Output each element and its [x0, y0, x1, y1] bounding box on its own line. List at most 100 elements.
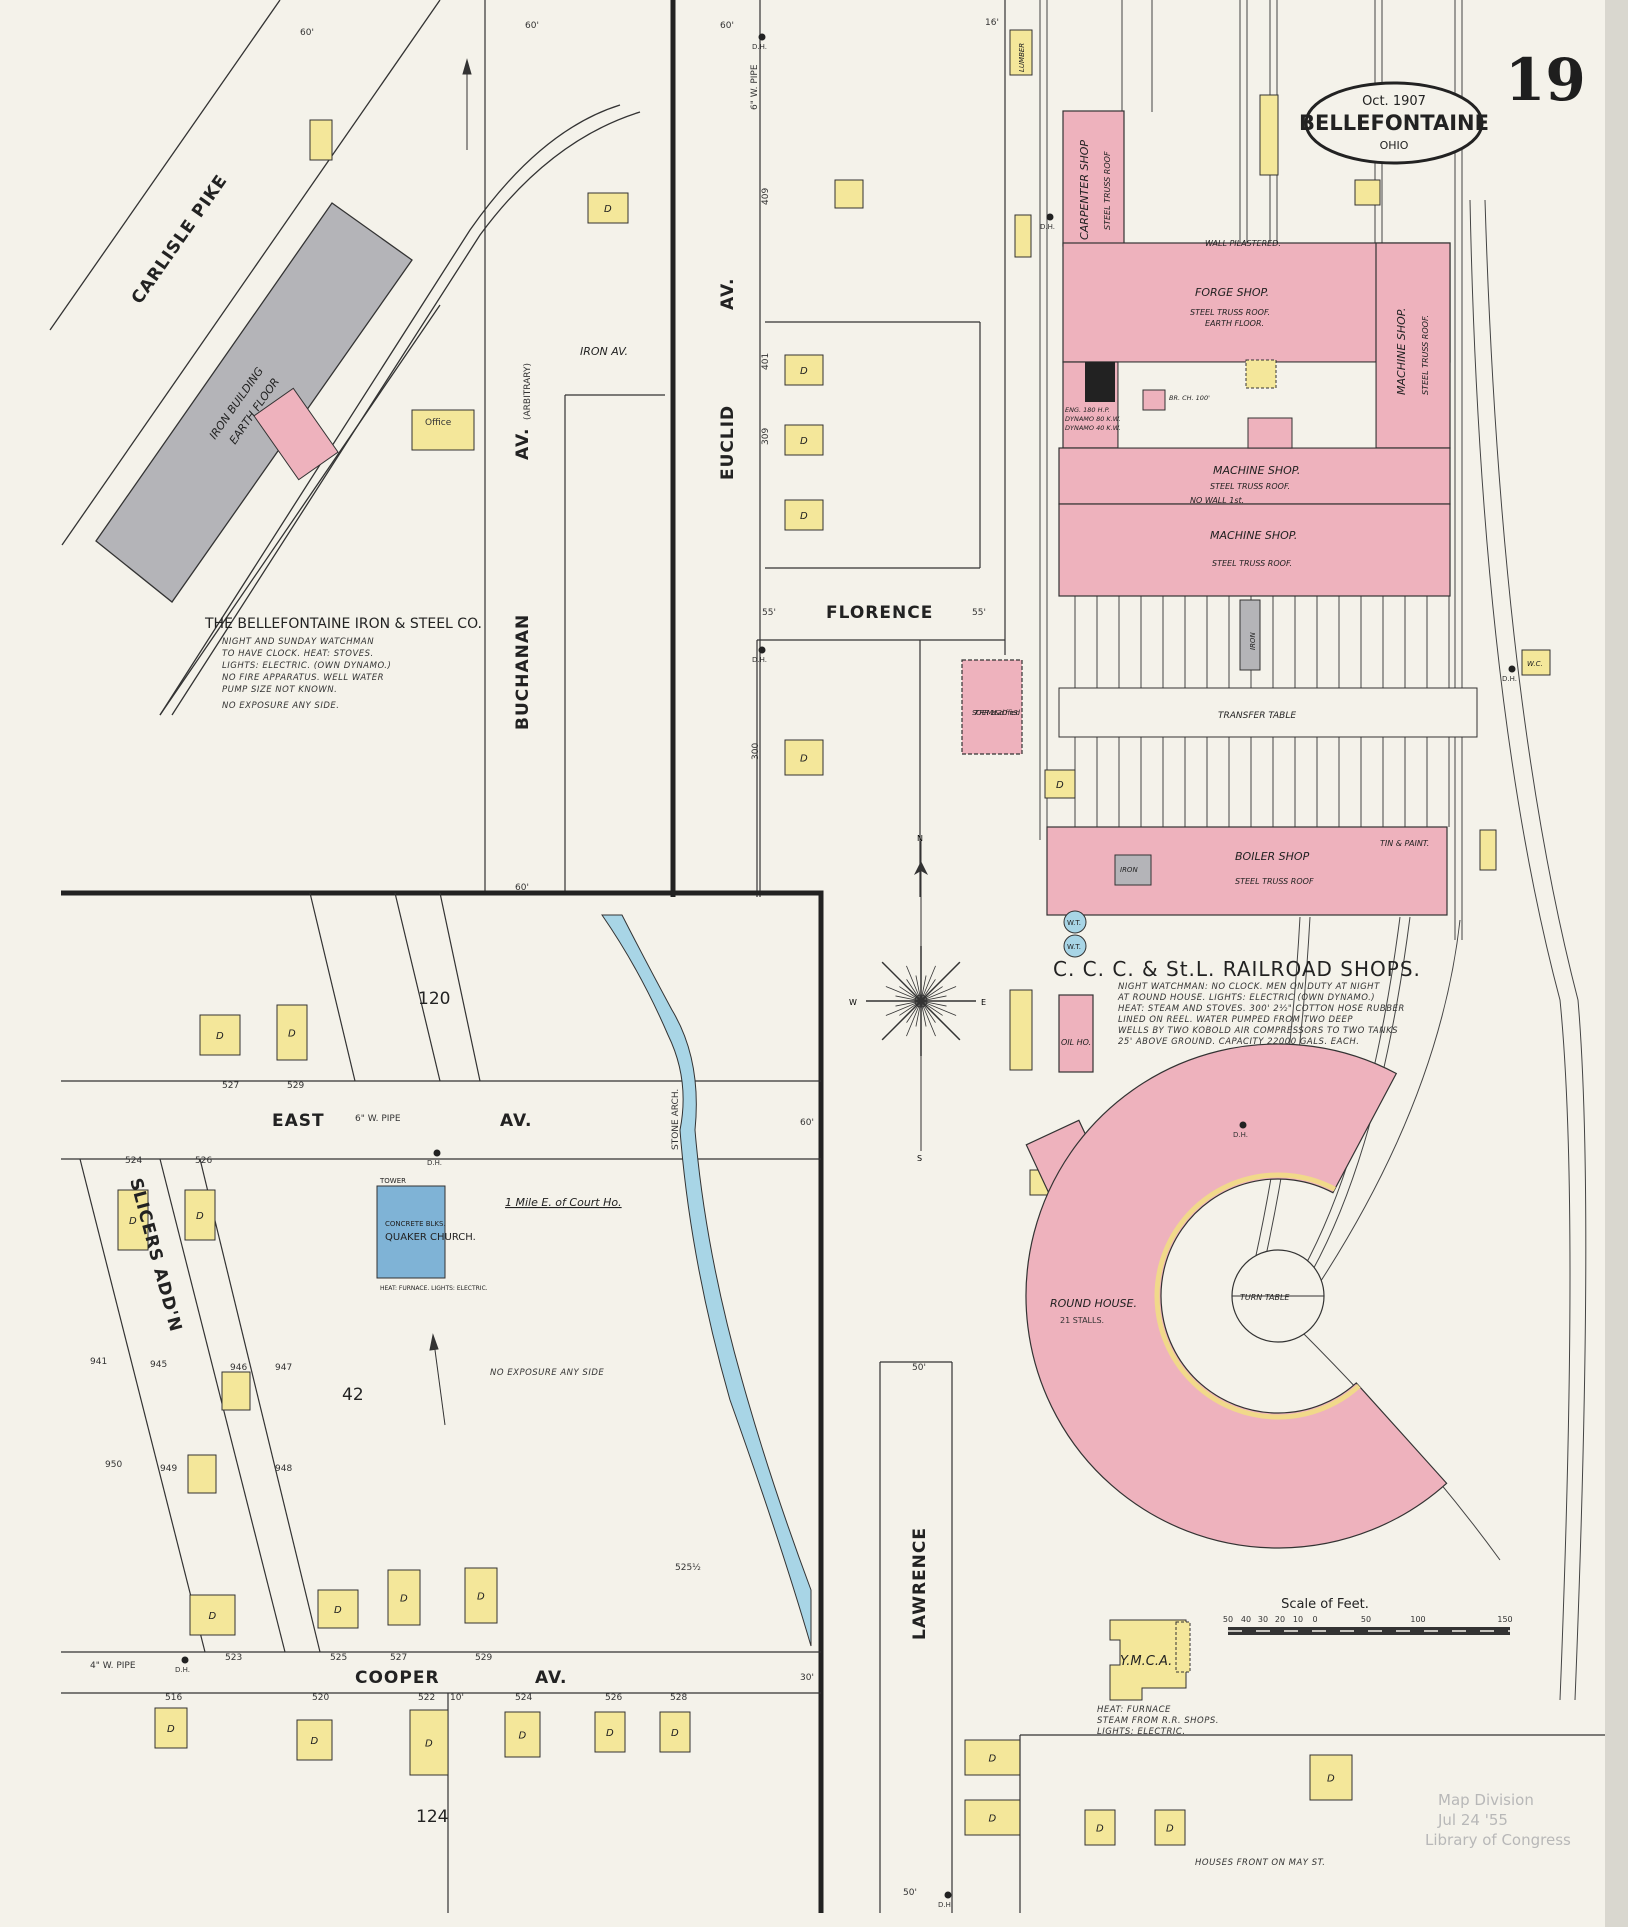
forge-shop-label: FORGE SHOP.: [1195, 286, 1269, 299]
frame-outbuilding: [1245, 359, 1277, 389]
svg-text:16': 16': [985, 18, 999, 28]
boiler-shop-label: BOILER SHOP: [1235, 850, 1310, 863]
dwelling-label: D: [129, 1216, 137, 1227]
railroad-shops-notes: NIGHT WATCHMAN: NO CLOCK. MEN ON DUTY AT…: [1117, 982, 1404, 1047]
brick-outbuilding: [1247, 417, 1293, 449]
ymca-notes: HEAT: FURNACE STEAM FROM R.R. SHOPS. LIG…: [1097, 1705, 1218, 1737]
frame-building: [784, 739, 824, 776]
office-building: [411, 409, 475, 451]
transfer-table-label: TRANSFER TABLE: [1218, 711, 1296, 721]
ymca-porch: [1175, 1621, 1191, 1673]
frame-building: [1044, 769, 1076, 799]
frame-building: [187, 1454, 217, 1494]
frame-building: [594, 1711, 626, 1753]
frame-building: [1009, 989, 1033, 1071]
machine-shop-east: [1375, 242, 1451, 449]
svg-text:948: 948: [275, 1464, 292, 1474]
boilers: [1085, 362, 1115, 402]
sheet-boundary-lower: [61, 890, 824, 1913]
dwelling-label: D: [1056, 780, 1064, 791]
svg-text:60': 60': [720, 21, 734, 31]
dwelling-label: D: [311, 1736, 319, 1747]
iron-shed: [1239, 599, 1261, 671]
frame-building: [184, 1189, 216, 1241]
svg-text:LIGHTS: ELECTRIC. (OWN DYNAMO.: LIGHTS: ELECTRIC. (OWN DYNAMO.): [222, 661, 391, 671]
frame-building: [587, 192, 629, 224]
svg-text:524: 524: [125, 1156, 142, 1166]
store-room-label: STORE RM. 1st & 2d. Office 3d: [972, 709, 1021, 717]
dynamo-house: [253, 387, 339, 481]
frame-building: [1479, 829, 1497, 871]
svg-text:945: 945: [150, 1360, 167, 1370]
frame-building: [117, 1189, 149, 1251]
svg-text:528: 528: [670, 1693, 687, 1703]
frame-building: [387, 1569, 421, 1626]
frame-building: [1084, 1809, 1116, 1846]
frame-building: [1154, 1809, 1186, 1846]
iron-steel-co-notes: NIGHT AND SUNDAY WATCHMAN TO HAVE CLOCK.…: [222, 637, 391, 711]
map-date: Oct. 1907: [1362, 94, 1426, 109]
svg-text:947: 947: [275, 1363, 292, 1373]
svg-text:TO HAVE CLOCK. HEAT: STOVES.: TO HAVE CLOCK. HEAT: STOVES.: [222, 649, 374, 659]
street-buchanan-av: AV.: [513, 428, 533, 460]
church-heat: HEAT: FURNACE. LIGHTS: ELECTRIC.: [380, 1285, 488, 1292]
svg-text:300: 300: [751, 743, 761, 760]
dwelling-label: D: [800, 511, 808, 522]
wall-note: WALL PILASTERED.: [1205, 239, 1281, 248]
fire-hydrants: D.H.D.H.D.H.D.H.D.H.D.H.D.H.D.H.: [175, 33, 1517, 1909]
svg-text:949: 949: [160, 1464, 177, 1474]
hydrant-label: D.H.: [752, 656, 767, 664]
creek: [601, 914, 812, 1647]
frame-building: [504, 1711, 541, 1758]
compass-west: W: [849, 998, 857, 1007]
chimney: [1142, 389, 1166, 411]
svg-text:526: 526: [195, 1156, 212, 1166]
frame-building: [1521, 649, 1551, 676]
lumber-label: LUMBER: [1018, 43, 1026, 72]
dwelling-label: D: [519, 1731, 527, 1742]
dwelling-label: D: [477, 1592, 485, 1603]
svg-text:524: 524: [515, 1693, 532, 1703]
scale-tick-label: 50: [1223, 1615, 1233, 1624]
iron-building-boiler: [1114, 854, 1152, 886]
svg-text:60': 60': [300, 28, 314, 38]
frame-building: [317, 1589, 359, 1629]
fire-hydrant: [758, 33, 766, 41]
street-width-labels: 60' 60' 60' 60' 16' 55' 55' 60' 50' 50' …: [300, 18, 999, 1898]
svg-text:50': 50': [903, 1888, 917, 1898]
dwelling-label: D: [1166, 1824, 1174, 1835]
svg-text:NIGHT AND SUNDAY WATCHMAN: NIGHT AND SUNDAY WATCHMAN: [222, 637, 374, 647]
machine-shop-1-roof: STEEL TRUSS ROOF.: [1210, 482, 1290, 491]
carlisle-pike-lines: [49, 0, 641, 716]
round-house-label: ROUND HOUSE.: [1050, 1297, 1137, 1310]
svg-text:527: 527: [222, 1081, 239, 1091]
hydrant-label: D.H.: [427, 1159, 442, 1167]
frame-building: [276, 1004, 308, 1061]
fire-hydrant: [758, 646, 766, 654]
machine-shop-east-label: MACHINE SHOP.: [1395, 308, 1408, 395]
transfer-table: [1058, 687, 1478, 738]
frame-building: [221, 1371, 251, 1411]
forge-shop-floor: EARTH FLOOR.: [1205, 319, 1264, 328]
ymca-label: Y.M.C.A.: [1120, 1654, 1172, 1669]
dwelling-label: D: [167, 1724, 175, 1735]
svg-text:523: 523: [225, 1653, 242, 1663]
svg-text:Map Division: Map Division: [1438, 1791, 1534, 1809]
quaker-church: [376, 1185, 446, 1279]
iron-building: [95, 202, 413, 603]
hydrant-label: D.H.: [1040, 223, 1055, 231]
dwelling-label: D: [400, 1594, 408, 1605]
dwelling-label: D: [671, 1728, 679, 1739]
svg-text:NO EXPOSURE ANY SIDE.: NO EXPOSURE ANY SIDE.: [222, 701, 339, 711]
iron-label: IRON: [1120, 866, 1138, 874]
frame-building: [784, 424, 824, 456]
frame-building: [659, 1711, 691, 1753]
svg-text:Library of Congress: Library of Congress: [1425, 1831, 1571, 1849]
svg-text:Jul 24 '55: Jul 24 '55: [1437, 1811, 1508, 1829]
transfer-table-tracks: [1074, 596, 1450, 827]
frame-building: [1354, 179, 1381, 206]
svg-text:309: 309: [761, 428, 771, 445]
frame-building: [784, 354, 824, 386]
water-tank-2: [1063, 934, 1087, 958]
